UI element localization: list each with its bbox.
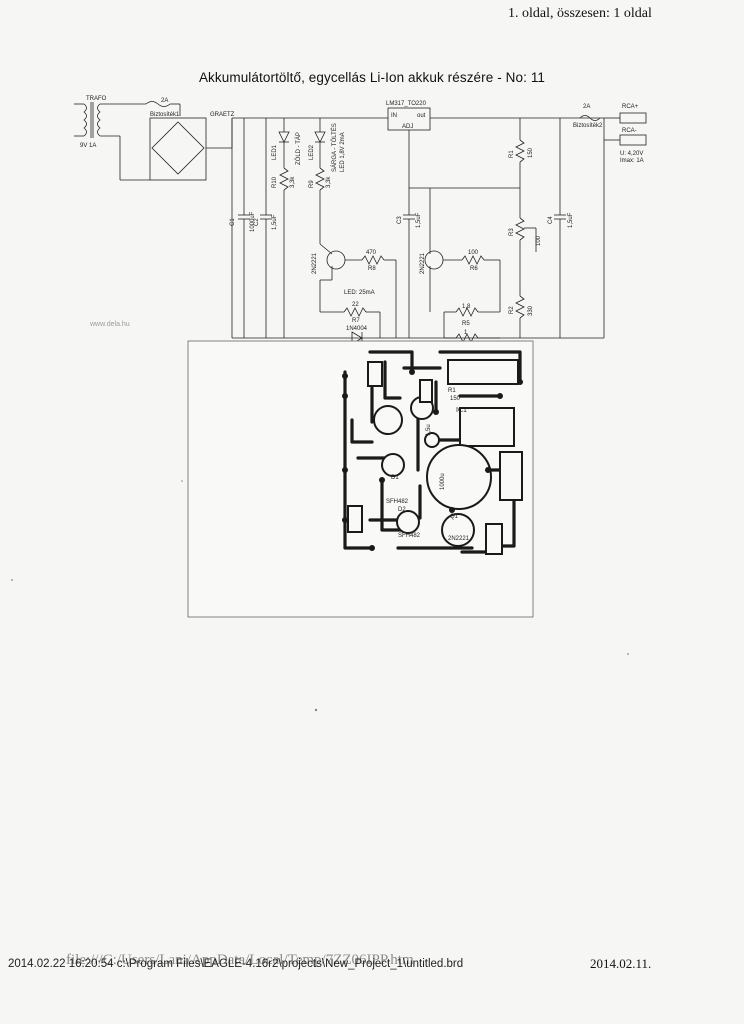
page-count: 1. oldal, összesen: 1 oldal	[508, 6, 652, 21]
r10-label: R10	[272, 176, 278, 188]
document-title: Akkumulátortöltő, egycellás Li-Ion akkuk…	[198, 70, 546, 85]
c3-value-label: 1,5uF	[416, 212, 422, 228]
out-minus-label: RCA-	[622, 128, 637, 134]
pcb-r1-label: R1	[448, 388, 456, 394]
pcb-q1-label: Q1	[450, 514, 459, 520]
led2-desc-label: SÁRGA - TÖLTÉS	[331, 123, 338, 172]
fuse1-symbol	[145, 101, 181, 116]
transformer-symbol	[74, 102, 150, 181]
r8-label: R8	[368, 266, 376, 272]
r6-value-label: 100	[468, 250, 479, 256]
pcb-cap-c1000	[426, 444, 492, 510]
pcb-layout: IC1 R1 150 D1 SFH482 D2 SFH482 Q1 2N2221…	[342, 350, 523, 555]
pcb-q1-part-label: 2N2221	[448, 536, 470, 542]
c2-value-label: 1,5uF	[272, 214, 278, 230]
led2-label: LED2	[309, 144, 315, 160]
led1-label: LED1	[272, 144, 278, 160]
pcb-c1000-label: 1000u	[440, 473, 446, 490]
footer-date: 2014.02.11.	[590, 956, 652, 971]
pcb-led2	[396, 510, 420, 534]
reg-in-label: IN	[391, 113, 397, 119]
footer-url-overprint: file:///C:/Users/Lani/AppData/Local/Temp…	[66, 952, 414, 968]
reg-out-label: out	[417, 113, 426, 119]
bridge-label: GRAETZ	[210, 112, 235, 118]
pcb-q1	[441, 513, 475, 547]
r9-value-label: 3,3k	[326, 176, 332, 188]
pcb-r-left	[347, 505, 363, 533]
schematic-labels: TRAFO 9V 1A 2A Biztosíték1 GRAETZ LM317_…	[80, 96, 644, 352]
r5-label: R5	[462, 321, 470, 327]
watermark-text: www.dela.hu	[90, 321, 130, 328]
r7-label: R7	[352, 318, 360, 324]
r7-value-label: 22	[352, 302, 359, 308]
led-spec-label: LED 1,8V 2mA	[340, 132, 346, 172]
r4-value-label: 1	[464, 330, 468, 336]
r5-value-label: 1,8	[462, 304, 471, 310]
trafo-label: TRAFO	[86, 96, 107, 102]
d1-value-label: 1N4004	[346, 326, 368, 332]
trafo-rating-label: 9V 1A	[80, 143, 96, 149]
c1-label: C1	[230, 218, 236, 226]
fuse2-label: Biztosíték2	[573, 123, 603, 129]
c1-value-label: 1000uF	[250, 211, 256, 232]
r3-label: R3	[509, 228, 515, 236]
regulator-label: LM317_TO220	[386, 101, 427, 107]
pcb-pad	[424, 432, 440, 448]
pcb-regulator-pad	[447, 359, 519, 385]
pcb-d1-label: D1	[391, 475, 399, 481]
r8-value-label: 470	[366, 250, 377, 256]
c3-label: C3	[397, 216, 403, 224]
pcb-cap-c3	[373, 405, 403, 435]
c4-label: C4	[548, 216, 554, 224]
r10-value-label: 3,3k	[290, 176, 296, 188]
r6-label: R6	[470, 266, 478, 272]
reg-adj-label: ADJ	[402, 124, 413, 130]
led1-desc-label: ZÖLD - TÁP	[295, 132, 302, 165]
pcb-r8	[485, 523, 503, 555]
r2-value-label: 330	[528, 305, 534, 316]
spec-current-label: Imax: 1A	[620, 158, 644, 164]
pcb-15u-label: 1,5u	[426, 424, 432, 436]
fuse2-value-label: 2A	[583, 104, 590, 110]
fuse1-label: Biztosíték1	[150, 112, 180, 118]
pcb-led1	[381, 453, 405, 477]
pcb-150-label: 150	[450, 396, 461, 402]
pcb-sfh2-label: SFH482	[398, 533, 421, 539]
r3-value-label: 100	[536, 235, 542, 246]
led-current-label: LED: 25mA	[344, 290, 375, 296]
pcb-r-top	[367, 361, 383, 387]
c4-value-label: 1,5uF	[568, 212, 574, 228]
pcb-r-small	[419, 379, 433, 403]
pcb-heatsink	[459, 407, 515, 447]
footer-file-path: 2014.02.22 16:20:54 c:\Program Files\EAG…	[8, 958, 464, 970]
r1-value-label: 150	[528, 147, 534, 158]
bridge-rectifier-symbol	[149, 117, 233, 181]
out-plus-label: RCA+	[622, 104, 639, 110]
q2-label: 2N2221	[312, 252, 318, 274]
fuse1-value-label: 2A	[161, 98, 168, 104]
pcb-ic1-label: IC1	[456, 407, 467, 414]
r1-label: R1	[509, 150, 515, 158]
c2-label: C2	[254, 218, 260, 226]
spec-voltage-label: U: 4,20V	[620, 151, 643, 157]
pcb-cap-c4	[499, 451, 523, 501]
pcb-d2-label: D2	[398, 507, 406, 513]
q1-label: 2N2221	[420, 252, 426, 274]
pcb-sfh1-label: SFH482	[386, 499, 409, 505]
r2-label: R2	[509, 306, 515, 314]
r9-label: R9	[309, 180, 315, 188]
